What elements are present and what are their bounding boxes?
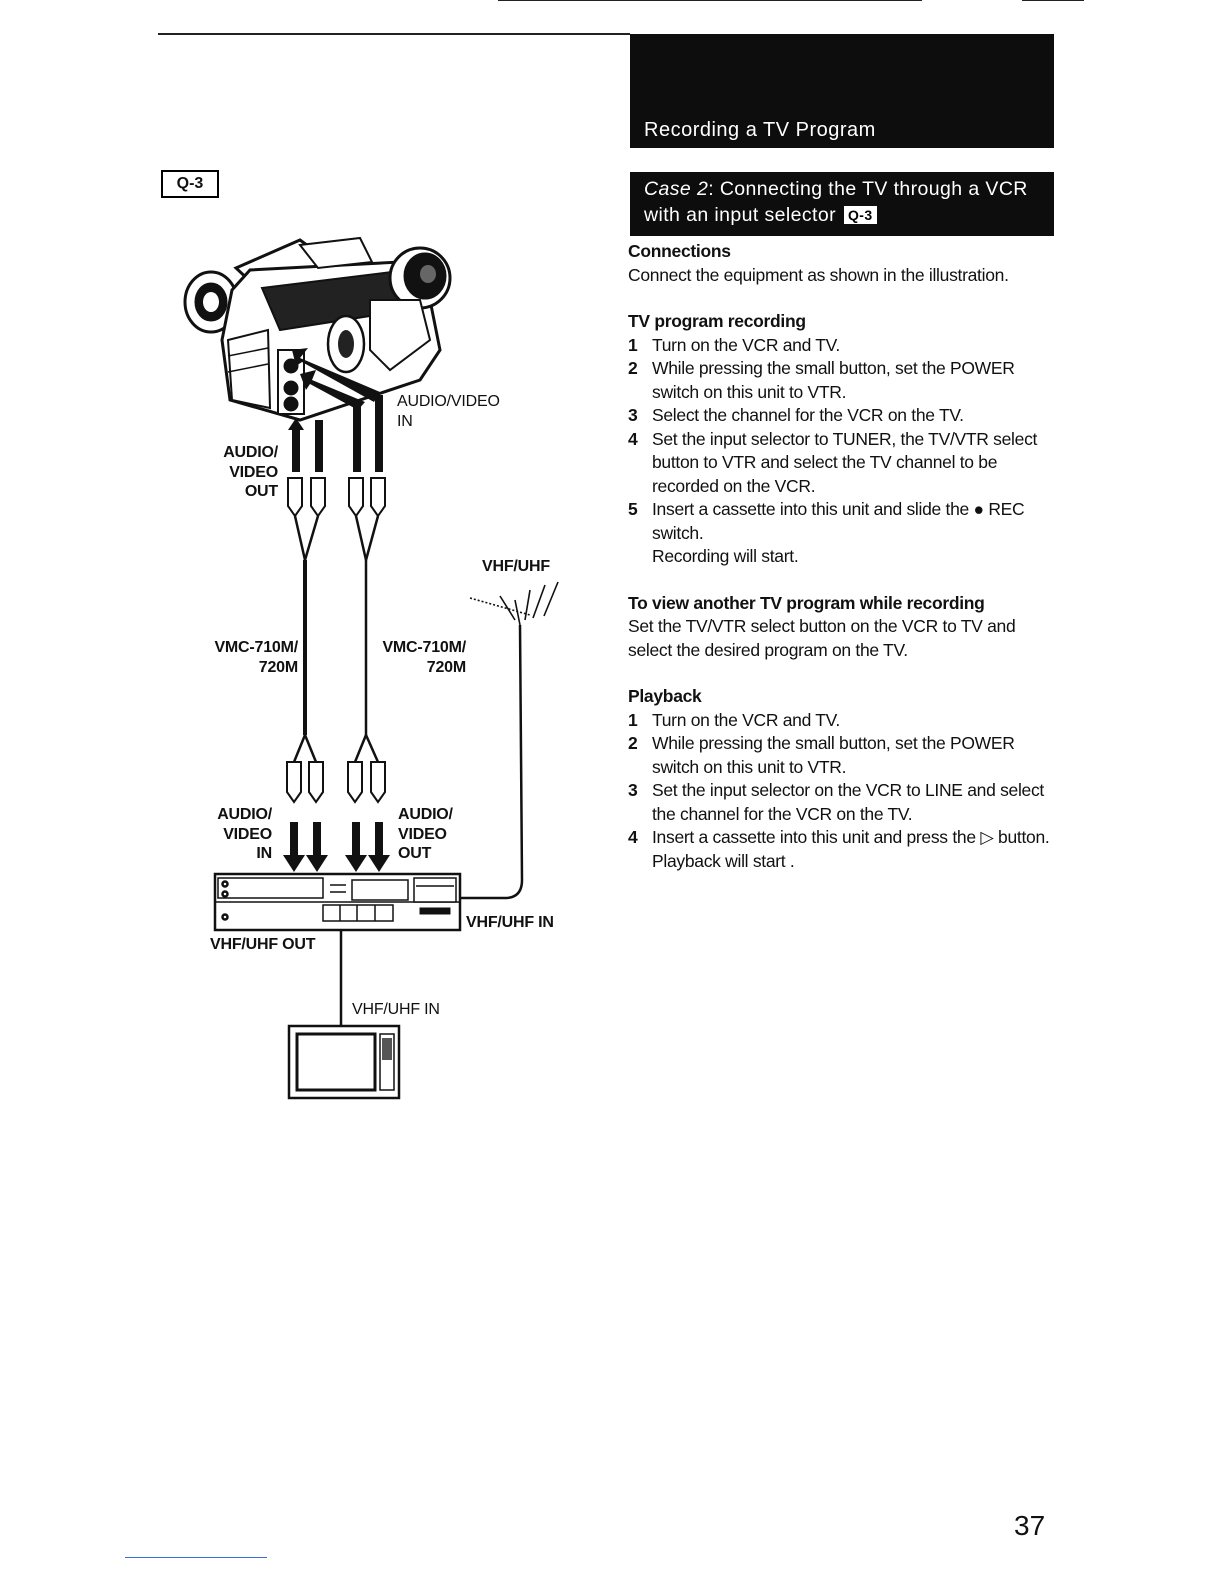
playback-heading: Playback [628, 686, 702, 706]
section-header-bar: Recording a TV Program [630, 34, 1054, 148]
case-description: : Connecting the TV through a VCR with a… [644, 178, 1028, 226]
camcorder-illustration [183, 236, 452, 422]
view-another-body: Set the TV/VTR select button on the VCR … [628, 616, 1016, 660]
label-cable-left: VMC-710M/ 720M [214, 639, 298, 676]
page-number: 37 [1014, 1510, 1046, 1541]
figure-tag: Q-3 [161, 170, 219, 198]
page-top-rule [158, 33, 630, 35]
label-vhf-uhf-antenna: VHF/UHF [482, 558, 550, 575]
label-audio-video-in-camcorder: AUDIO/VIDEO IN [397, 393, 500, 430]
vcr-plugs [286, 761, 386, 804]
tv-recording-heading: TV program recording [628, 311, 806, 331]
label-vhf-uhf-in-tv: VHF/UHF IN [352, 1001, 440, 1018]
label-cable-right: VMC-710M/ 720M [382, 639, 466, 676]
camcorder-plugs [287, 477, 386, 518]
left-av-cable [292, 515, 320, 763]
step-note: Playback will start . [652, 850, 795, 871]
connections-body: Connect the equipment as shown in the il… [628, 264, 1009, 285]
camcorder-input-arrows [288, 348, 383, 472]
top-rule-thin [498, 0, 922, 1]
bottom-blue-rule [125, 1557, 267, 1558]
instructions-column: Connections Connect the equipment as sho… [628, 240, 1058, 873]
label-vhf-uhf-in-vcr: VHF/UHF IN [466, 914, 554, 931]
label-audio-video-out-vcr: AUDIO/ VIDEO OUT [398, 806, 453, 862]
label-audio-video-out-camcorder: AUDIO/ VIDEO OUT [223, 444, 278, 500]
top-rule-short [1022, 0, 1084, 1]
step-note: Recording will start. [652, 546, 799, 566]
right-av-cable [353, 515, 380, 763]
view-another-heading: To view another TV program while recordi… [628, 592, 985, 613]
label-audio-video-in-vcr: AUDIO/ VIDEO IN [217, 806, 272, 862]
case-number: Case 2 [644, 178, 709, 200]
connections-heading: Connections [628, 241, 731, 261]
case-heading: Case 2: Connecting the TV through a VCR … [644, 176, 1046, 228]
vcr-input-arrows [283, 822, 390, 872]
case-heading-bar: Case 2: Connecting the TV through a VCR … [630, 172, 1054, 236]
case-figure-badge: Q-3 [843, 206, 877, 224]
label-vhf-uhf-out: VHF/UHF OUT [210, 936, 316, 953]
section-title: Recording a TV Program [644, 119, 876, 141]
vcr-illustration [213, 872, 462, 932]
antenna-icon [460, 581, 559, 900]
connection-diagram [183, 236, 559, 1100]
tv-illustration [287, 1024, 401, 1100]
